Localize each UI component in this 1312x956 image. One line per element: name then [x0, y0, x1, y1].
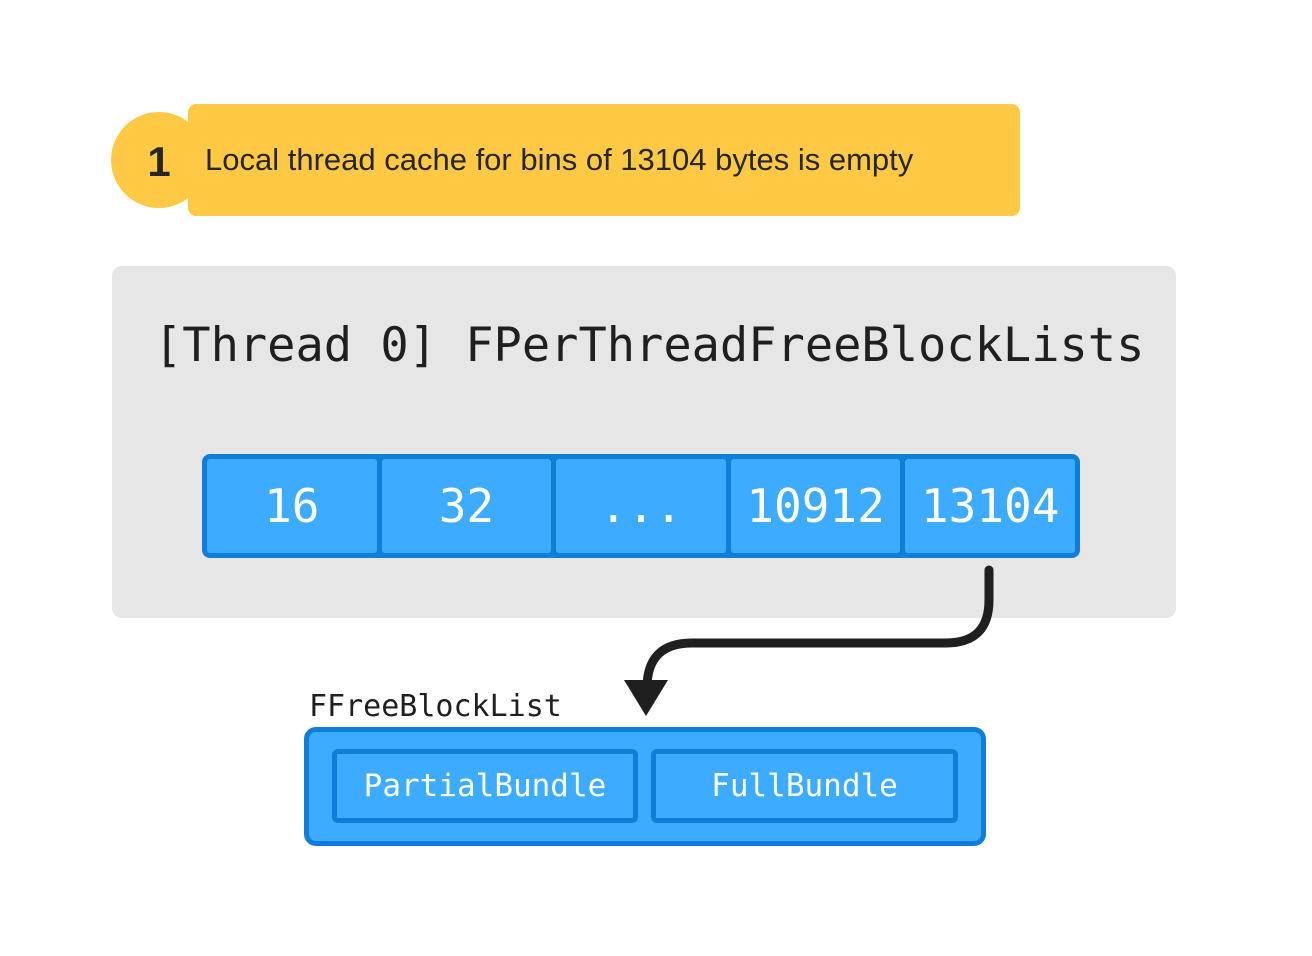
step-description: Local thread cache for bins of 13104 byt… [205, 142, 914, 177]
free-block-list-label: FFreeBlockList [309, 689, 562, 724]
thread-panel [112, 266, 1176, 618]
bin-cell: 32 [381, 459, 552, 553]
bin-cell-selected: 13104 [905, 459, 1075, 553]
bin-cell: 16 [207, 459, 377, 553]
bin-row: 16 32 ... 10912 13104 [202, 454, 1080, 558]
arrow-head-icon [624, 680, 668, 716]
step-banner [188, 104, 1020, 216]
step-number-badge: 1 [111, 112, 207, 208]
partial-bundle: PartialBundle [332, 749, 638, 823]
full-bundle: FullBundle [651, 749, 958, 823]
bin-cell: ... [556, 459, 726, 553]
thread-panel-title: [Thread 0] FPerThreadFreeBlockLists [154, 318, 1145, 373]
bin-cell: 10912 [730, 459, 901, 553]
